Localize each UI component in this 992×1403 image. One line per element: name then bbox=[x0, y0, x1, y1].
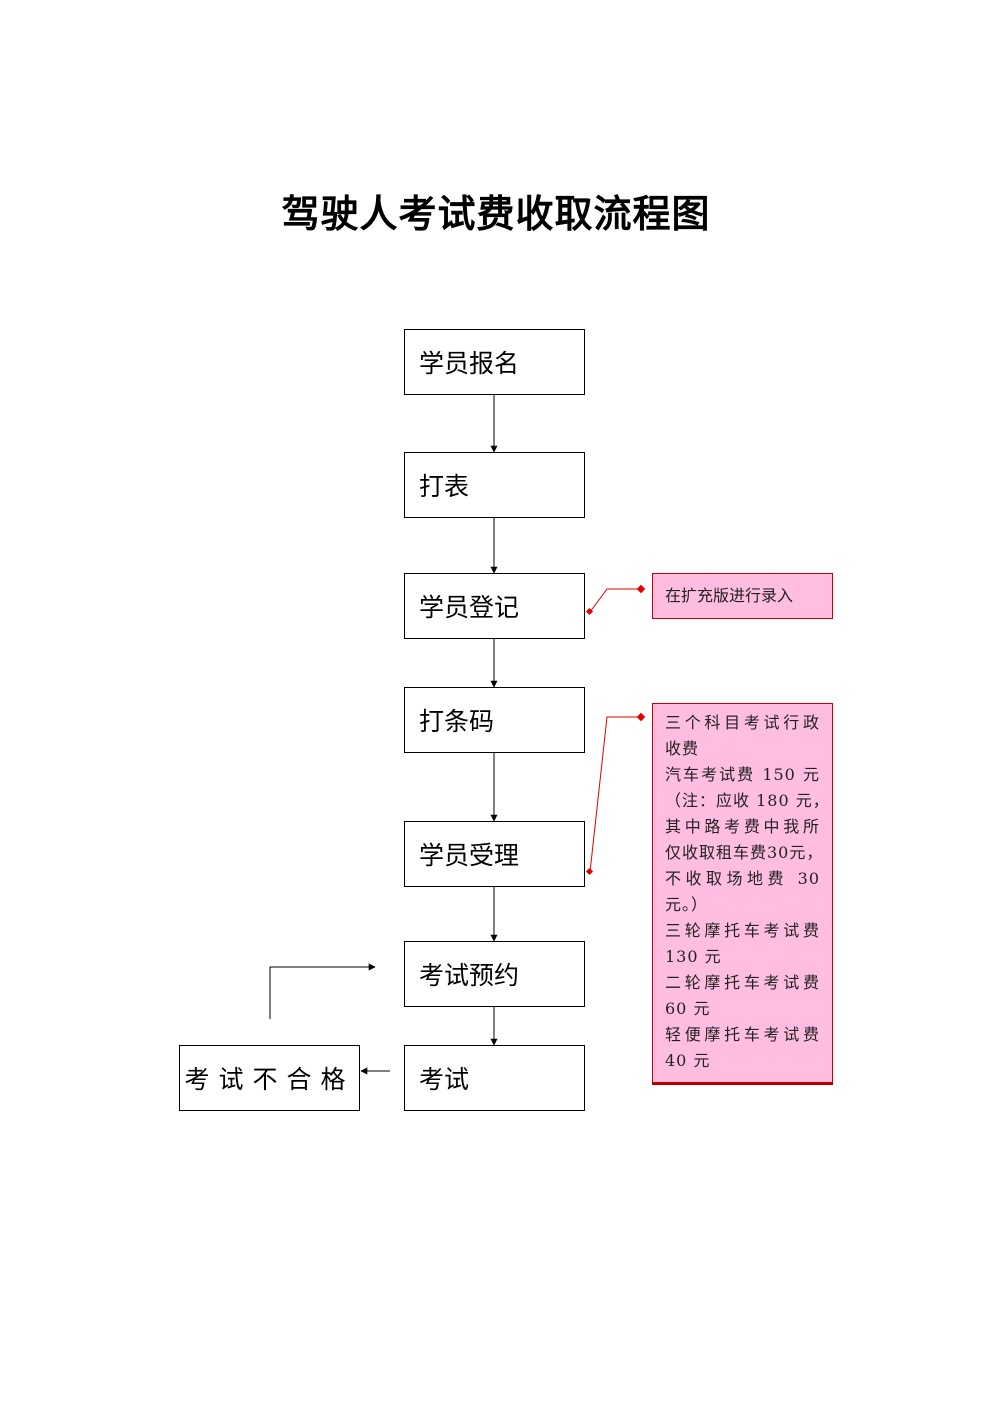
fee-line: 二轮摩托车考试费 bbox=[665, 973, 820, 992]
fee-line: 收费 bbox=[665, 739, 700, 758]
callout-marker-entry-start bbox=[585, 607, 594, 616]
callout-marker-fees-start bbox=[585, 867, 594, 876]
fee-line: 60 元 bbox=[665, 999, 711, 1018]
callout-line-fees bbox=[589, 716, 641, 873]
node-accept: 学员受理 bbox=[404, 821, 585, 887]
fee-line: 三个科目考试行政 bbox=[665, 713, 820, 732]
callout-marker-fees-end bbox=[636, 712, 646, 722]
callout-marker-entry-end bbox=[636, 584, 646, 594]
node-exam-fail: 考试不合格 bbox=[179, 1045, 360, 1111]
fee-line: 不收取场地费 30 bbox=[665, 869, 820, 888]
fee-line: 三轮摩托车考试费 bbox=[665, 921, 820, 940]
node-barcode: 打条码 bbox=[404, 687, 585, 753]
fee-line: 130 元 bbox=[665, 947, 722, 966]
arrow-fail-to-appointment bbox=[269, 963, 376, 1019]
node-print-form: 打表 bbox=[404, 452, 585, 518]
callout-line-entry bbox=[589, 588, 641, 613]
fee-line: 汽车考试费 150 元 bbox=[665, 765, 820, 784]
note-entry: 在扩充版进行录入 bbox=[652, 573, 833, 619]
node-exam: 考试 bbox=[404, 1045, 585, 1111]
fee-line: 轻便摩托车考试费 bbox=[665, 1025, 820, 1044]
fee-line: （注：应收 180 元， bbox=[665, 791, 830, 810]
node-signup: 学员报名 bbox=[404, 329, 585, 395]
fee-line: 元。） bbox=[665, 895, 709, 914]
fee-line: 仅收取租车费30元， bbox=[665, 843, 824, 862]
page-title: 驾驶人考试费收取流程图 bbox=[281, 191, 711, 236]
node-appointment: 考试预约 bbox=[404, 941, 585, 1007]
node-register: 学员登记 bbox=[404, 573, 585, 639]
fee-line: 其中路考费中我所 bbox=[665, 817, 820, 836]
fee-line: 40 元 bbox=[665, 1051, 711, 1070]
note-fees: 三个科目考试行政 收费 汽车考试费 150 元 （注：应收 180 元， 其中路… bbox=[652, 703, 833, 1083]
